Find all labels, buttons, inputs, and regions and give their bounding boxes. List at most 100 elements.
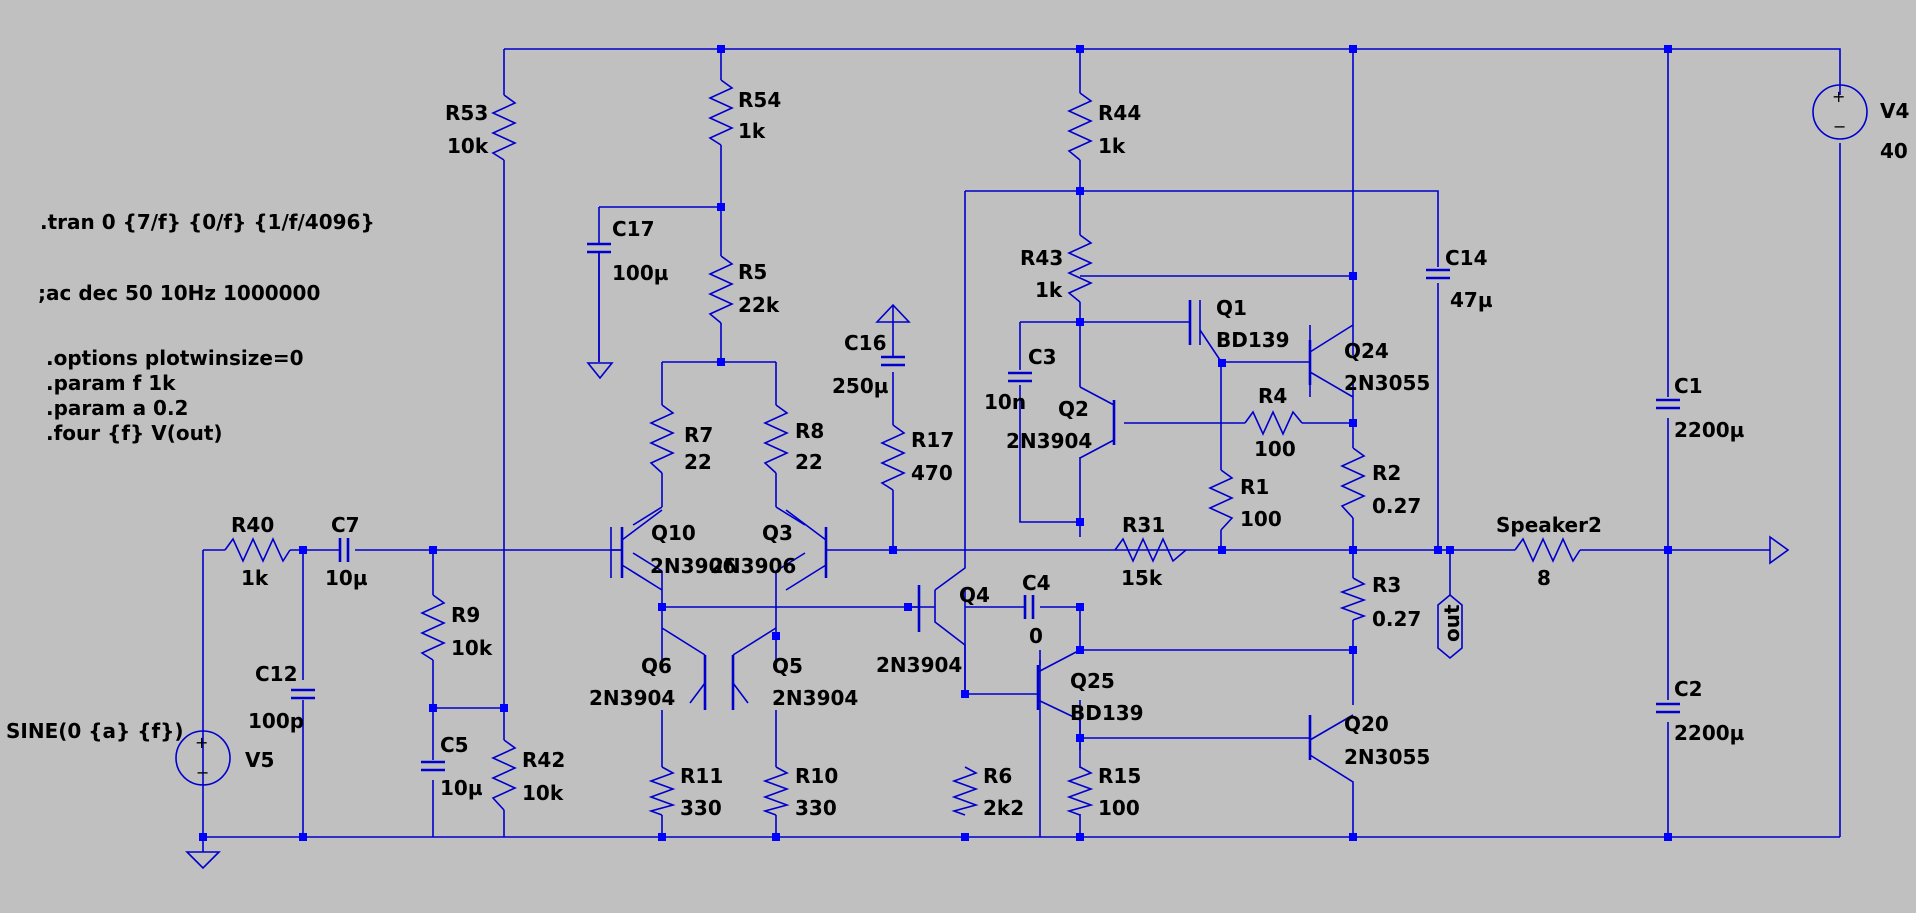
label-c12-name: C12 xyxy=(255,662,298,686)
junctions xyxy=(199,45,1672,841)
resistor-r9 xyxy=(420,594,446,661)
spice-directive: .tran 0 {7/f} {0/f} {1/f/4096} xyxy=(40,210,375,234)
spice-directive: ;ac dec 50 10Hz 1000000 xyxy=(38,281,320,305)
resistor-r5 xyxy=(708,255,734,324)
supply-flag-c16-symbol xyxy=(875,303,911,323)
capacitor-c12 xyxy=(291,688,315,700)
label-r31-name: R31 xyxy=(1122,513,1165,537)
resistor-r31 xyxy=(1114,537,1187,563)
capacitor-c17 xyxy=(587,242,611,362)
label-r54-value: 1k xyxy=(738,119,766,143)
label-c16-name: C16 xyxy=(844,331,887,355)
label-v4-name: V4 xyxy=(1880,99,1909,123)
capacitors xyxy=(291,242,1680,772)
label-r3-name: R3 xyxy=(1372,573,1401,597)
label-r53-name: R53 xyxy=(445,101,488,125)
label-v5-value: SINE(0 {a} {f}) xyxy=(6,719,184,743)
label-r17-value: 470 xyxy=(911,461,953,485)
resistor-r43 xyxy=(1067,234,1093,303)
label-r9-value: 10k xyxy=(451,636,493,660)
capacitor-c14 xyxy=(1426,268,1450,280)
label-q20-name: Q20 xyxy=(1344,712,1389,736)
label-r9-name: R9 xyxy=(451,603,480,627)
label-q4-value: 2N3904 xyxy=(876,653,962,677)
label-c17-name: C17 xyxy=(612,217,655,241)
label-q5-value: 2N3904 xyxy=(772,686,858,710)
label-r11-value: 330 xyxy=(680,796,722,820)
resistor-r1 xyxy=(1208,469,1234,531)
net-label-out: out xyxy=(1440,604,1464,642)
ground-c17-symbol xyxy=(586,362,614,380)
label-q25-name: Q25 xyxy=(1070,669,1115,693)
transistor-q3 xyxy=(785,509,828,591)
label-v5-name: V5 xyxy=(245,748,274,772)
label-c3-value: 10n xyxy=(984,390,1026,414)
label-r53-value: 10k xyxy=(447,134,489,158)
svg-text:+: + xyxy=(195,733,208,752)
resistor-r11 xyxy=(648,766,676,816)
label-r11-name: R11 xyxy=(680,764,723,788)
label-r4-name: R4 xyxy=(1258,384,1287,408)
label-q3-value: 2N3906 xyxy=(710,554,796,578)
capacitor-c7 xyxy=(338,538,350,562)
label-r42-value: 10k xyxy=(522,781,564,805)
label-r10-value: 330 xyxy=(795,796,837,820)
label-r8-value: 22 xyxy=(795,450,823,474)
transistor-q24 xyxy=(1308,324,1354,398)
label-r7-name: R7 xyxy=(684,423,713,447)
spice-directive: .four {f} V(out) xyxy=(46,421,223,445)
resistor-r6 xyxy=(951,766,979,816)
capacitor-c1 xyxy=(1656,398,1680,410)
resistor-r42 xyxy=(491,739,517,811)
label-c14-name: C14 xyxy=(1445,246,1488,270)
resistor-speaker2 xyxy=(1514,537,1581,563)
svg-text:+: + xyxy=(1832,87,1845,106)
label-r2-name: R2 xyxy=(1372,461,1401,485)
label-r5-value: 22k xyxy=(738,293,780,317)
resistor-r8 xyxy=(763,404,789,474)
label-q20-value: 2N3055 xyxy=(1344,745,1430,769)
resistors xyxy=(224,79,1581,816)
label-c1-name: C1 xyxy=(1674,374,1703,398)
label-r1-value: 100 xyxy=(1240,507,1282,531)
resistor-r15 xyxy=(1066,766,1094,816)
label-r17-name: R17 xyxy=(911,428,954,452)
spice-directive: .options plotwinsize=0 xyxy=(46,346,304,370)
label-c2-name: C2 xyxy=(1674,677,1703,701)
label-r6-value: 2k2 xyxy=(983,796,1024,820)
label-r3-value: 0.27 xyxy=(1372,607,1421,631)
spice-directive: .param f 1k xyxy=(46,371,176,395)
svg-text:−: − xyxy=(196,763,209,782)
label-r8-name: R8 xyxy=(795,419,824,443)
label-r7-value: 22 xyxy=(684,450,712,474)
resistor-r53 xyxy=(491,94,517,161)
label-q2-name: Q2 xyxy=(1058,397,1089,421)
capacitor-c2 xyxy=(1656,702,1680,714)
resistor-r10 xyxy=(762,766,790,816)
label-speaker2-name: Speaker2 xyxy=(1496,513,1602,537)
capacitor-c4 xyxy=(1023,595,1035,619)
label-c4-value: 0 xyxy=(1029,624,1043,648)
label-q4-name: Q4 xyxy=(959,583,990,607)
label-r15-value: 100 xyxy=(1098,796,1140,820)
label-q2-value: 2N3904 xyxy=(1006,429,1092,453)
transistor-q10 xyxy=(620,509,663,591)
label-r5-name: R5 xyxy=(738,260,767,284)
label-q5-name: Q5 xyxy=(772,654,803,678)
label-r40-name: R40 xyxy=(231,513,274,537)
svg-text:−: − xyxy=(1833,117,1846,136)
capacitor-c5 xyxy=(421,760,445,772)
label-r6-name: R6 xyxy=(983,764,1012,788)
resistor-r7 xyxy=(649,404,675,474)
capacitor-c3 xyxy=(1008,371,1032,383)
label-c12-value: 100p xyxy=(248,709,304,733)
resistor-r40 xyxy=(224,537,291,563)
resistor-r17 xyxy=(880,424,906,491)
spice-directive: .param a 0.2 xyxy=(46,396,188,420)
wires xyxy=(202,48,1841,838)
label-r31-value: 15k xyxy=(1121,566,1163,590)
label-r43-value: 1k xyxy=(1035,278,1063,302)
resistor-r4 xyxy=(1244,410,1303,436)
capacitor-c16 xyxy=(881,355,905,367)
